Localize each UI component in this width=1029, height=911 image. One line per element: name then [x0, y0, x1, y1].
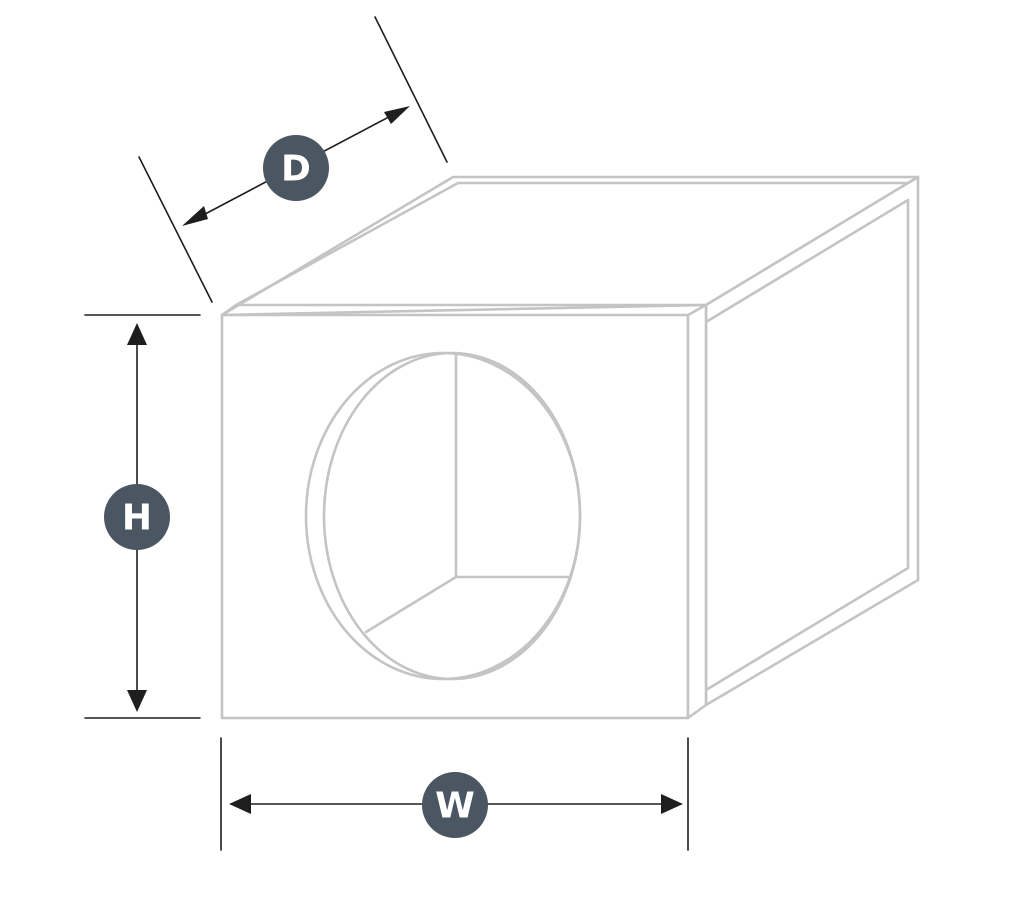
box-front-top-edge — [220, 303, 238, 317]
height-arrowhead-top — [127, 323, 147, 345]
height-label: H — [122, 498, 152, 539]
speaker-cutout-outer — [304, 351, 582, 681]
depth-arrowhead-front — [182, 206, 208, 226]
depth-extension-back — [374, 16, 448, 163]
depth-badge — [263, 135, 329, 201]
width-arrowhead-right — [661, 794, 683, 814]
width-dimension: W — [220, 737, 689, 851]
depth-label: D — [281, 149, 311, 190]
depth-dimension: D — [138, 16, 448, 303]
height-badge — [104, 484, 170, 550]
width-label: W — [435, 786, 475, 827]
speaker-cutout-inner — [322, 351, 582, 681]
box-right-inner-edge — [704, 198, 910, 692]
height-dimension: H — [84, 314, 201, 719]
width-badge — [422, 772, 488, 838]
subwoofer-enclosure — [220, 175, 920, 720]
interior-floor-left — [364, 575, 458, 634]
height-arrowhead-bottom — [127, 690, 147, 712]
box-right-back-edge — [906, 175, 920, 185]
box-front-edge — [686, 303, 708, 720]
width-arrowhead-left — [229, 794, 251, 814]
depth-extension-front — [138, 156, 213, 303]
depth-arrowhead-back — [384, 106, 410, 124]
box-top-inner-edge — [234, 181, 910, 307]
